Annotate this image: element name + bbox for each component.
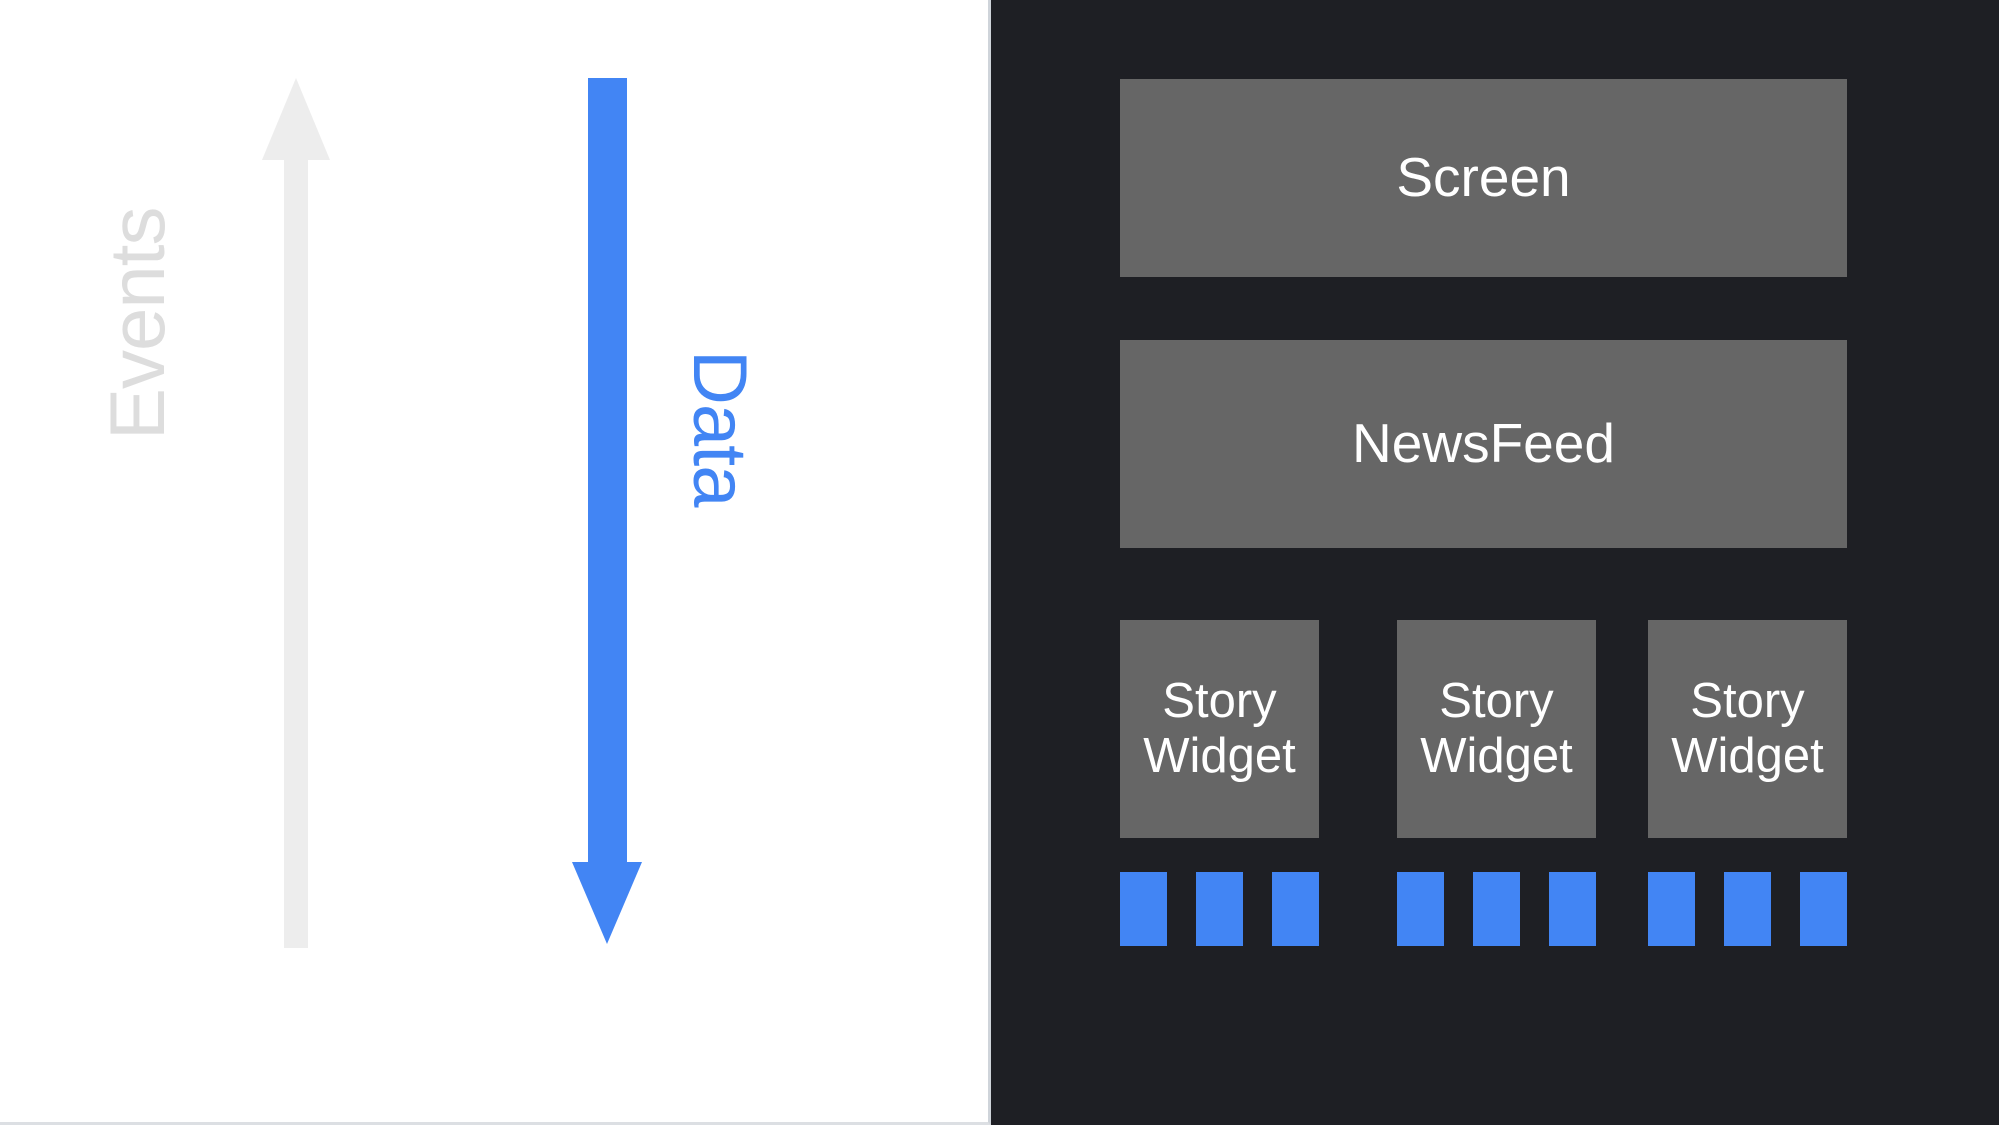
- leaf-node: [1272, 872, 1319, 946]
- node-newsfeed: NewsFeed: [1120, 340, 1847, 548]
- leaf-row-story-widget-2: [1397, 872, 1596, 946]
- events-arrow-shaft: [284, 156, 308, 948]
- data-arrow-head: [572, 862, 642, 944]
- node-story-widget-1-label: Story Widget: [1143, 674, 1296, 784]
- component-tree-panel: Screen NewsFeed Story Widget Story Widge…: [991, 0, 1999, 1125]
- flow-panel: Events Data: [0, 0, 991, 1125]
- events-label: Events: [92, 207, 181, 440]
- events-arrow-head: [262, 78, 330, 160]
- story-widget-line1: Story: [1162, 674, 1277, 729]
- story-widget-line2: Widget: [1671, 729, 1824, 783]
- node-story-widget-2: Story Widget: [1397, 620, 1596, 838]
- leaf-row-story-widget-1: [1120, 872, 1319, 946]
- node-screen: Screen: [1120, 79, 1847, 277]
- leaf-node: [1800, 872, 1847, 946]
- story-widget-line1: Story: [1690, 674, 1805, 729]
- node-newsfeed-label: NewsFeed: [1352, 412, 1615, 475]
- leaf-node: [1473, 872, 1520, 946]
- leaf-node: [1724, 872, 1771, 946]
- leaf-row-story-widget-3: [1648, 872, 1847, 946]
- leaf-node: [1196, 872, 1243, 946]
- leaf-node: [1648, 872, 1695, 946]
- leaf-node: [1120, 872, 1167, 946]
- data-arrow-shaft: [588, 78, 627, 864]
- node-story-widget-3-label: Story Widget: [1671, 674, 1824, 784]
- events-arrow-icon: [262, 78, 330, 948]
- leaf-node: [1549, 872, 1596, 946]
- node-story-widget-2-label: Story Widget: [1420, 674, 1573, 784]
- leaf-node: [1397, 872, 1444, 946]
- data-label: Data: [677, 350, 763, 507]
- story-widget-line2: Widget: [1143, 729, 1296, 783]
- node-screen-label: Screen: [1396, 146, 1571, 209]
- story-widget-line2: Widget: [1420, 729, 1573, 783]
- data-arrow-icon: [572, 78, 658, 944]
- story-widget-line1: Story: [1439, 674, 1554, 729]
- node-story-widget-1: Story Widget: [1120, 620, 1319, 838]
- node-story-widget-3: Story Widget: [1648, 620, 1847, 838]
